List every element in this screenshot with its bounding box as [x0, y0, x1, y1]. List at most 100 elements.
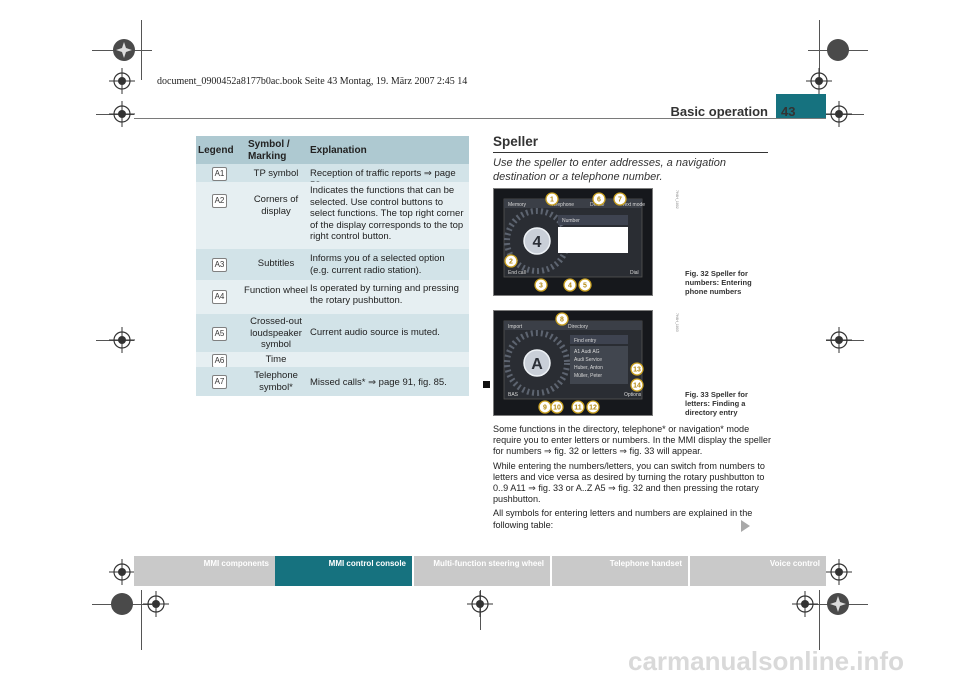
continue-arrow-icon: [741, 520, 750, 532]
legend-number-badge: A3: [212, 258, 227, 272]
screen-label: End call: [508, 270, 526, 276]
row-symbol: Time: [265, 354, 287, 365]
list-entry: Huber, Anton: [574, 365, 603, 371]
figure-code: 7H4H_1803: [675, 313, 679, 332]
screen-label: Directory: [568, 324, 589, 330]
registration-mark-icon: [826, 559, 852, 585]
callout-number: 10: [553, 405, 561, 412]
screen-label: Number: [562, 218, 580, 224]
row-symbol: Telephone symbol*: [254, 370, 298, 393]
registration-mark-icon: [109, 327, 135, 353]
mmi-screen-letters: A Import Directory Find entry Options BA…: [494, 311, 652, 415]
screen-label: Options: [624, 392, 642, 398]
figure-caption: Fig. 33 Speller for letters: Finding a d…: [685, 390, 748, 417]
svg-text:carmanualsonline.info: carmanualsonline.info: [628, 646, 904, 676]
callout-number: 6: [597, 197, 601, 204]
page-header-title: Basic operation: [670, 104, 768, 119]
section-intro: Use the speller to enter addresses, a na…: [493, 157, 726, 183]
callout-number: 2: [509, 259, 513, 266]
callout-number: 1: [550, 197, 554, 204]
screen-label: Telephone: [551, 202, 574, 208]
row-explanation: Current audio source is muted.: [310, 327, 440, 338]
footer-tab-label: MMI control console: [328, 559, 406, 568]
legend-number-badge: A2: [212, 194, 227, 208]
callout-number: 3: [539, 283, 543, 290]
header-explanation: Explanation: [310, 145, 367, 156]
header-symbol: Symbol / Marking: [248, 139, 290, 162]
page-number-tab: [776, 94, 826, 119]
body-paragraph: Some functions in the directory, telepho…: [493, 424, 771, 457]
callout-number: 13: [633, 367, 641, 374]
section-title: Speller: [493, 134, 539, 149]
table-row: A5 Crossed-out loudspeaker symbol Curren…: [196, 314, 469, 352]
body-text: Some functions in the directory, telepho…: [493, 424, 771, 534]
figure-caption: Fig. 32 Speller for numbers: Entering ph…: [685, 269, 752, 296]
section-end-marker: [483, 381, 490, 388]
row-symbol: Corners of display: [253, 194, 299, 217]
center-letter: A: [531, 356, 543, 373]
list-entry: A1 Audi AG: [574, 349, 600, 355]
row-explanation: Indicates the functions that can be sele…: [310, 185, 464, 242]
body-paragraph: All symbols for entering letters and num…: [493, 508, 753, 530]
header-legend: Legend: [198, 145, 234, 156]
footer-tab-label: MMI components: [203, 559, 269, 568]
figure-letter-speller: A Import Directory Find entry Options BA…: [493, 310, 653, 416]
star-mark-icon: [113, 39, 135, 61]
screen-label: Memory: [508, 202, 527, 208]
registration-mark-icon: [826, 101, 852, 127]
screen-label: BAS: [508, 392, 519, 398]
callout-number: 14: [633, 383, 641, 390]
row-symbol: TP symbol: [253, 168, 299, 179]
row-explanation: Is operated by turning and pressing the …: [310, 283, 459, 306]
registration-mark-icon: [109, 101, 135, 127]
row-symbol: Crossed-out loudspeaker symbol: [250, 316, 302, 350]
header-divider: [134, 118, 826, 119]
crop-mark: [141, 20, 142, 80]
legend-number-badge: A1: [212, 167, 227, 181]
legend-number-badge: A6: [212, 354, 227, 368]
footer-tab-telephone-handset[interactable]: Telephone handset: [552, 556, 688, 586]
screen-label: Find entry: [574, 338, 597, 344]
row-symbol: Function wheel: [244, 285, 308, 296]
callout-number: 5: [583, 283, 587, 290]
footer-tab-mmi-control-console[interactable]: MMI control console: [275, 556, 412, 586]
registration-mark-icon: [109, 559, 135, 585]
footer-tab-mmi-components[interactable]: MMI components: [134, 556, 275, 586]
watermark-logo: carmanualsonline.info: [628, 646, 904, 676]
table-row: A7 Telephone symbol* Missed calls* ⇒ pag…: [196, 367, 469, 396]
callout-number: 8: [560, 317, 564, 324]
screen-label: Text mode: [622, 202, 645, 208]
list-entry: Audi Service: [574, 357, 602, 363]
table-header: Legend Symbol / Marking Explanation: [196, 136, 469, 164]
section-divider: [493, 152, 768, 153]
registration-mark-icon: [109, 68, 135, 94]
process-dot: [111, 593, 133, 615]
footer-tab-voice-control[interactable]: Voice control: [690, 556, 826, 586]
footer-tab-label: Voice control: [769, 559, 820, 568]
body-paragraph: While entering the numbers/letters, you …: [493, 460, 765, 505]
footer-navigation: MMI components MMI control console Multi…: [134, 556, 826, 586]
screen-label: Dial: [630, 270, 639, 276]
callout-number: 11: [574, 405, 582, 412]
mmi-screen-numbers: 4 Memory Telephone Delete Text mode Numb…: [494, 189, 652, 295]
registration-mark-icon: [806, 68, 832, 94]
callout-number: 9: [543, 405, 547, 412]
process-dot: [827, 39, 849, 61]
screen-label: Import: [508, 324, 523, 330]
legend-number-badge: A5: [212, 327, 227, 341]
crop-mark: [819, 20, 820, 80]
center-letter: 4: [533, 234, 542, 251]
footer-tab-label: Telephone handset: [609, 559, 682, 568]
footer-tab-steering-wheel[interactable]: Multi-function steering wheel: [414, 556, 550, 586]
legend-number-badge: A7: [212, 375, 227, 389]
crop-mark: [141, 590, 142, 650]
registration-mark-icon: [467, 591, 493, 617]
legend-number-badge: A4: [212, 290, 227, 304]
row-explanation: Missed calls* ⇒ page 91, fig. 85.: [310, 377, 447, 388]
registration-mark-icon: [792, 591, 818, 617]
callout-number: 4: [568, 283, 572, 290]
registration-mark-icon: [826, 327, 852, 353]
registration-mark-icon: [143, 591, 169, 617]
row-symbol: Subtitles: [257, 258, 295, 269]
callout-number: 12: [589, 405, 597, 412]
